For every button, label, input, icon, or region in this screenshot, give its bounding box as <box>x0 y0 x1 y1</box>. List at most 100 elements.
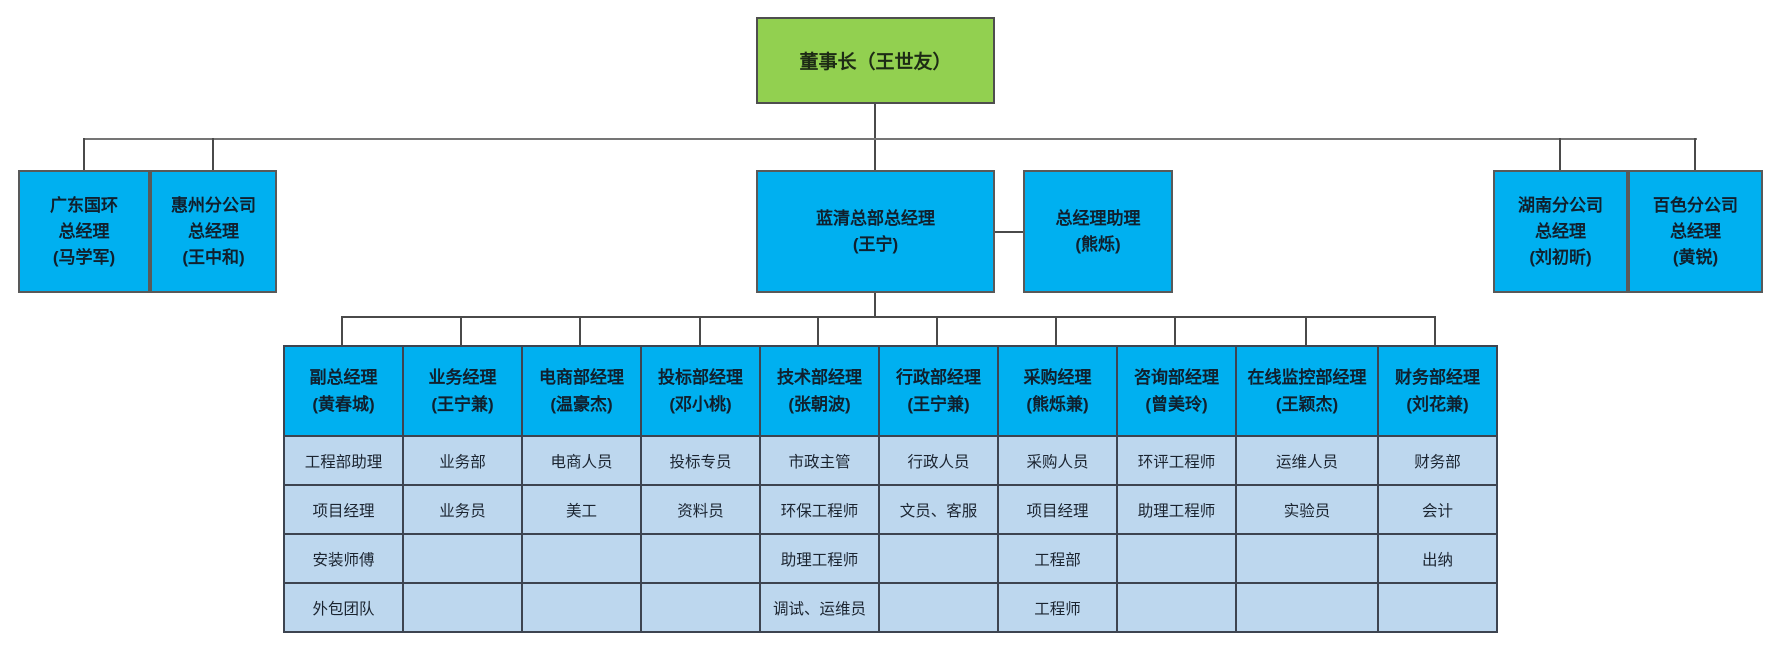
table-cell <box>640 533 761 584</box>
connector-drop-hunan <box>1559 138 1561 170</box>
table-cell: 助理工程师 <box>759 533 880 584</box>
table-cell: 助理工程师 <box>1116 484 1237 535</box>
header-title: 业务经理 <box>428 368 497 387</box>
node-line: 总经理助理 <box>1055 208 1141 228</box>
connector-drop-col10 <box>1434 316 1436 345</box>
node-line: (熊烁) <box>1075 234 1121 254</box>
org-table: 副总经理 (黄春城) 业务经理 (王宁兼) 电商部经理 (温豪杰) 投标部经理 … <box>283 345 1498 633</box>
table-cell: 实验员 <box>1235 484 1379 535</box>
table-cell <box>1116 582 1237 633</box>
table-cell: 项目经理 <box>283 484 404 535</box>
header-name: (黄春城) <box>312 395 375 414</box>
table-header-cell: 投标部经理 (邓小桃) <box>640 345 761 437</box>
table-cell: 会计 <box>1377 484 1498 535</box>
connector-drop-col1 <box>341 316 343 345</box>
node-line: (马学军) <box>52 247 116 267</box>
table-cell <box>1235 533 1379 584</box>
table-cell <box>402 582 523 633</box>
table-header-cell: 咨询部经理 (曾美玲) <box>1116 345 1237 437</box>
table-header-cell: 业务经理 (王宁兼) <box>402 345 523 437</box>
table-row: 工程部助理 业务部 电商人员 投标专员 市政主管 行政人员 采购人员 环评工程师… <box>283 435 1498 486</box>
table-header-cell: 在线监控部经理 (王颖杰) <box>1235 345 1379 437</box>
node-line: 总经理 <box>188 221 239 241</box>
connector-assistant-link <box>995 231 1023 233</box>
table-cell: 采购人员 <box>997 435 1118 486</box>
node-line: (黄锐) <box>1672 247 1719 267</box>
table-row: 安装师傅 助理工程师 工程部 出纳 <box>283 533 1498 584</box>
table-cell: 运维人员 <box>1235 435 1379 486</box>
table-header-row: 副总经理 (黄春城) 业务经理 (王宁兼) 电商部经理 (温豪杰) 投标部经理 … <box>283 345 1498 437</box>
table-cell <box>1235 582 1379 633</box>
table-cell <box>521 582 642 633</box>
table-cell: 文员、客服 <box>878 484 999 535</box>
table-cell: 市政主管 <box>759 435 880 486</box>
table-row: 外包团队 调试、运维员 工程师 <box>283 582 1498 633</box>
header-name: (张朝波) <box>788 395 851 414</box>
org-node-chairman-label: 董事长（王世友） <box>799 52 952 73</box>
header-title: 咨询部经理 <box>1134 368 1219 387</box>
header-title: 电商部经理 <box>539 368 624 387</box>
table-cell <box>640 582 761 633</box>
node-line: 总经理 <box>1670 221 1721 241</box>
header-title: 采购经理 <box>1023 368 1092 387</box>
header-name: (王宁兼) <box>907 395 970 414</box>
table-cell: 调试、运维员 <box>759 582 880 633</box>
table-cell: 行政人员 <box>878 435 999 486</box>
org-node-gm-assistant: 总经理助理 (熊烁) <box>1023 170 1173 293</box>
org-node-hunan-branch: 湖南分公司 总经理 (刘初昕) <box>1493 170 1628 293</box>
connector-drop-col6 <box>936 316 938 345</box>
connector-drop-col3 <box>579 316 581 345</box>
node-line: (王中和) <box>182 247 245 267</box>
connector-gm-stem <box>874 293 876 316</box>
table-header-cell: 财务部经理 (刘花兼) <box>1377 345 1498 437</box>
header-title: 投标部经理 <box>658 368 743 387</box>
connector-drop-col9 <box>1305 316 1307 345</box>
org-node-baise-branch: 百色分公司 总经理 (黄锐) <box>1628 170 1763 293</box>
connector-level2-rail <box>84 138 1697 140</box>
node-line: 蓝清总部总经理 <box>816 208 935 228</box>
header-name: (熊烁兼) <box>1026 395 1089 414</box>
node-line: (刘初昕) <box>1529 247 1592 267</box>
node-line: 总经理 <box>1535 221 1586 241</box>
table-cell: 投标专员 <box>640 435 761 486</box>
header-name: (温豪杰) <box>550 395 613 414</box>
org-node-lanqing-hq-gm: 蓝清总部总经理 (王宁) <box>756 170 995 293</box>
node-line: 惠州分公司 <box>171 195 256 215</box>
table-header-cell: 电商部经理 (温豪杰) <box>521 345 642 437</box>
header-title: 财务部经理 <box>1395 368 1480 387</box>
table-cell: 安装师傅 <box>283 533 404 584</box>
table-cell: 业务员 <box>402 484 523 535</box>
table-cell: 出纳 <box>1377 533 1498 584</box>
table-cell: 外包团队 <box>283 582 404 633</box>
table-header-cell: 副总经理 (黄春城) <box>283 345 404 437</box>
table-cell: 电商人员 <box>521 435 642 486</box>
table-cell: 项目经理 <box>997 484 1118 535</box>
org-node-guangdong-guohuan: 广东国环 总经理 (马学军) <box>18 170 150 293</box>
node-line: 湖南分公司 <box>1518 195 1603 215</box>
table-cell: 环保工程师 <box>759 484 880 535</box>
connector-drop-col8 <box>1174 316 1176 345</box>
header-name: (王宁兼) <box>431 395 494 414</box>
connector-drop-col5 <box>817 316 819 345</box>
node-line: 百色分公司 <box>1653 195 1738 215</box>
table-cell: 资料员 <box>640 484 761 535</box>
connector-drop-col4 <box>699 316 701 345</box>
header-title: 在线监控部经理 <box>1247 368 1367 387</box>
table-cell: 工程部助理 <box>283 435 404 486</box>
header-title: 行政部经理 <box>896 368 981 387</box>
table-cell <box>878 533 999 584</box>
connector-drop-guangdong <box>83 138 85 170</box>
table-cell: 环评工程师 <box>1116 435 1237 486</box>
table-cell <box>402 533 523 584</box>
header-title: 技术部经理 <box>777 368 862 387</box>
header-title: 副总经理 <box>309 368 378 387</box>
table-cell <box>521 533 642 584</box>
table-cell: 美工 <box>521 484 642 535</box>
connector-drop-huizhou <box>212 138 214 170</box>
connector-drop-col7 <box>1055 316 1057 345</box>
org-node-chairman: 董事长（王世友） <box>756 17 995 104</box>
node-line: 总经理 <box>58 221 110 241</box>
table-row: 项目经理 业务员 美工 资料员 环保工程师 文员、客服 项目经理 助理工程师 实… <box>283 484 1498 535</box>
table-cell: 工程部 <box>997 533 1118 584</box>
